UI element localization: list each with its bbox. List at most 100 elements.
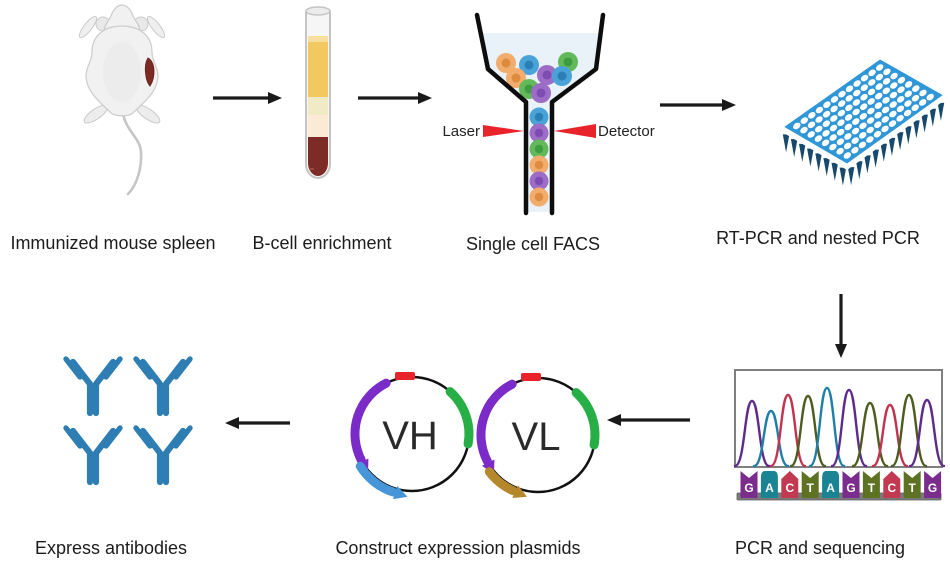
tail-arrow-body [484, 467, 518, 496]
mouse-tail [121, 112, 143, 196]
mouse-spleen [144, 57, 155, 87]
cell-nucleus [534, 144, 544, 154]
plate-wells [793, 64, 934, 159]
sequence-letter: C [887, 481, 896, 495]
plate-well [897, 76, 906, 84]
plate-well [844, 123, 852, 131]
chromatogram-box [734, 369, 943, 468]
plate-well [888, 120, 897, 127]
plate-well [874, 121, 882, 129]
plate-well [890, 82, 898, 89]
peak-T [789, 394, 827, 468]
cell-nucleus [534, 128, 544, 138]
plate-well [911, 104, 919, 112]
mouse-front-paw-right [146, 15, 166, 39]
plate-well [851, 146, 859, 154]
plate-well [881, 116, 889, 123]
plate-tip [790, 139, 798, 158]
base-block-C [883, 471, 901, 498]
sequence-letter: T [909, 481, 917, 495]
peak-T [890, 393, 928, 468]
plate-well [881, 106, 890, 114]
plate-well [897, 86, 905, 94]
base-block-G [842, 471, 860, 498]
plate-well [845, 85, 854, 93]
plate-well [874, 102, 883, 109]
plate-tips [782, 102, 945, 186]
funnel-outline-left [474, 12, 529, 216]
plate-well [837, 119, 845, 127]
antibody-icon [66, 359, 120, 413]
plate-well [800, 126, 808, 134]
plate-well [875, 73, 884, 81]
plate-well [866, 136, 874, 143]
marker-segment [521, 373, 541, 381]
tube-layer-plasma [308, 36, 328, 97]
plasmid-map-vl: VL [476, 373, 600, 498]
plate-well [867, 107, 875, 115]
base-block-C [781, 471, 799, 498]
plate-well [830, 105, 838, 113]
tube-layer-granulocyte [308, 115, 328, 137]
plate-well [836, 147, 844, 155]
plate-well [815, 125, 823, 133]
plate-tip [921, 114, 928, 133]
plate-well [859, 112, 867, 120]
plate-well [874, 111, 882, 119]
cell-nucleus [557, 71, 567, 81]
plate-well [859, 131, 867, 139]
plate-well [853, 89, 861, 97]
plate-well [838, 90, 846, 98]
plate-well [829, 134, 837, 141]
tube-layer-buffy-coat [308, 97, 328, 115]
plasmid-name: VL [512, 415, 561, 459]
plate-well [829, 143, 837, 151]
plate-well [852, 99, 861, 106]
plate-well [903, 109, 912, 117]
plate-tip [929, 108, 936, 127]
plate-well [866, 126, 874, 134]
funnel-outline-right [549, 12, 606, 216]
tail-arrowhead [393, 486, 408, 500]
plate-well [823, 101, 831, 109]
plate-well [851, 137, 859, 144]
plate-well [868, 79, 876, 86]
plate-well [859, 122, 867, 130]
plate-tip [856, 161, 863, 180]
plate-tip [880, 143, 887, 162]
laser-label: Laser [442, 123, 480, 140]
plate-well [882, 87, 890, 95]
cell-nucleus [501, 58, 511, 68]
sequence-letter: G [846, 481, 855, 495]
plate-well [860, 93, 868, 101]
sequence-letter: T [807, 481, 815, 495]
flow-arrows [213, 92, 847, 429]
plate-well [844, 133, 852, 140]
plasmid-name: VH [382, 414, 438, 458]
tube-blood-highlight [310, 168, 314, 170]
label-single-cell-facs: Single cell FACS [466, 234, 600, 254]
detector-beam [554, 124, 596, 138]
plate-well [896, 114, 904, 122]
plate-well [793, 122, 801, 130]
marker-segment [395, 372, 415, 380]
plasmids-illustration: VH VL [350, 372, 600, 500]
plate-well [815, 116, 823, 123]
label-immunized-mouse-spleen: Immunized mouse spleen [10, 233, 215, 253]
label-construct-expression-plasmids: Construct expression plasmids [335, 538, 580, 558]
sequence-letter: C [785, 481, 794, 495]
label-rtpcr-nested-pcr: RT-PCR and nested PCR [716, 228, 920, 248]
chromatogram-peaks [733, 386, 946, 468]
plate-well [868, 69, 876, 77]
plate-well [911, 94, 920, 102]
plate-tip [872, 149, 879, 168]
tube-layer-plasma-highlight [308, 36, 328, 42]
plate-well [889, 110, 897, 118]
plasmid-map-vh: VH [350, 372, 474, 500]
cell-nucleus [534, 112, 544, 122]
laser-beam [483, 125, 524, 137]
plate-well [873, 130, 882, 138]
plate-well [822, 120, 830, 128]
